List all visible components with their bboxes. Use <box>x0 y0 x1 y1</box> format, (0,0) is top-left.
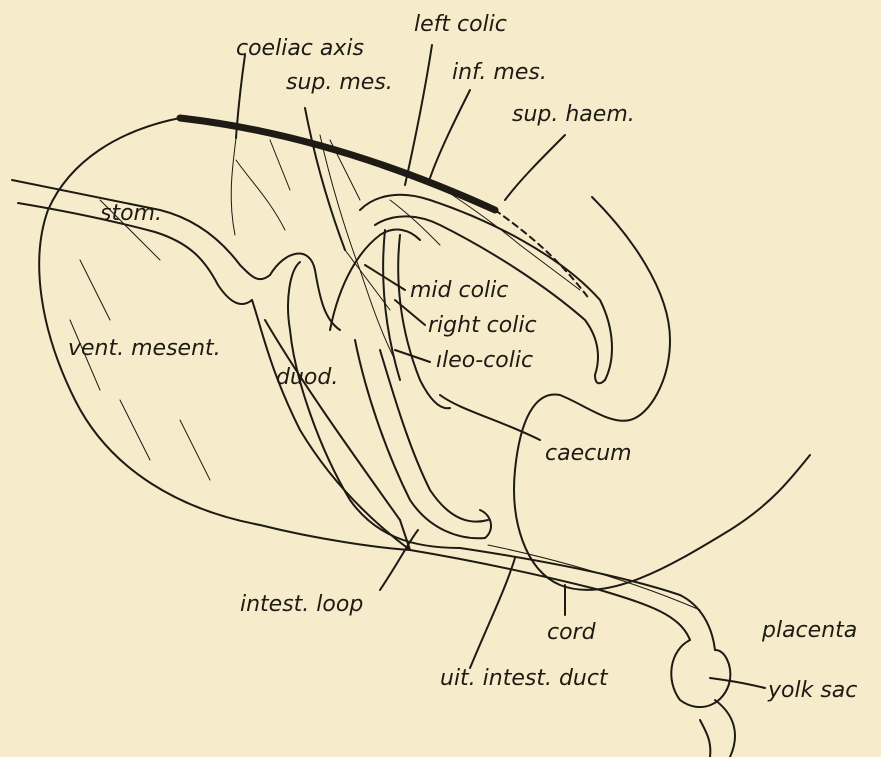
outer-mesentery-outline <box>39 118 410 550</box>
placenta-line <box>715 700 735 757</box>
label-right-colic: right colic <box>428 315 537 337</box>
leader-right-colic <box>395 300 425 325</box>
cord-mid <box>488 545 700 610</box>
label-placenta: placenta <box>762 620 857 642</box>
label-left-colic: left colic <box>414 14 507 36</box>
label-yolk-sac: yolk sac <box>768 680 857 702</box>
colon-tip <box>595 375 605 383</box>
leader-left-colic <box>405 45 432 185</box>
duodenum-inner <box>288 262 460 548</box>
label-duod: duod. <box>276 367 338 389</box>
intest-loop-inner <box>380 350 488 522</box>
yolk-sac-stalk <box>700 720 710 757</box>
label-coeliac-axis: coeliac axis <box>236 38 364 60</box>
label-sup-mes: sup. mes. <box>286 72 393 94</box>
body-outline-right <box>514 197 810 590</box>
label-caecum: caecum <box>545 443 632 465</box>
label-inf-mes: inf. mes. <box>452 62 547 84</box>
leader-sup-haem <box>505 135 565 200</box>
intest-loop-end <box>480 510 491 538</box>
label-vit-intest-duct: uit. intest. duct <box>440 668 608 690</box>
dorsal-wall <box>180 118 495 210</box>
label-intest-loop: intest. loop <box>240 594 363 616</box>
label-vent-mesent: vent. mesent. <box>68 338 221 360</box>
leader-vit-duct <box>470 558 515 668</box>
leader-sup-mes <box>305 108 345 250</box>
label-cord: cord <box>547 622 596 644</box>
yolk-sac <box>671 640 730 707</box>
label-mid-colic: mid colic <box>410 280 508 302</box>
leader-inf-mes <box>430 90 470 178</box>
leader-caecum <box>440 395 540 440</box>
label-stom: stom. <box>100 203 162 225</box>
label-sup-haem: sup. haem. <box>512 104 635 126</box>
duodenum-outer <box>270 254 340 330</box>
label-ileo-colic: ıleo-colic <box>436 350 533 372</box>
leader-yolk-sac <box>710 678 765 688</box>
